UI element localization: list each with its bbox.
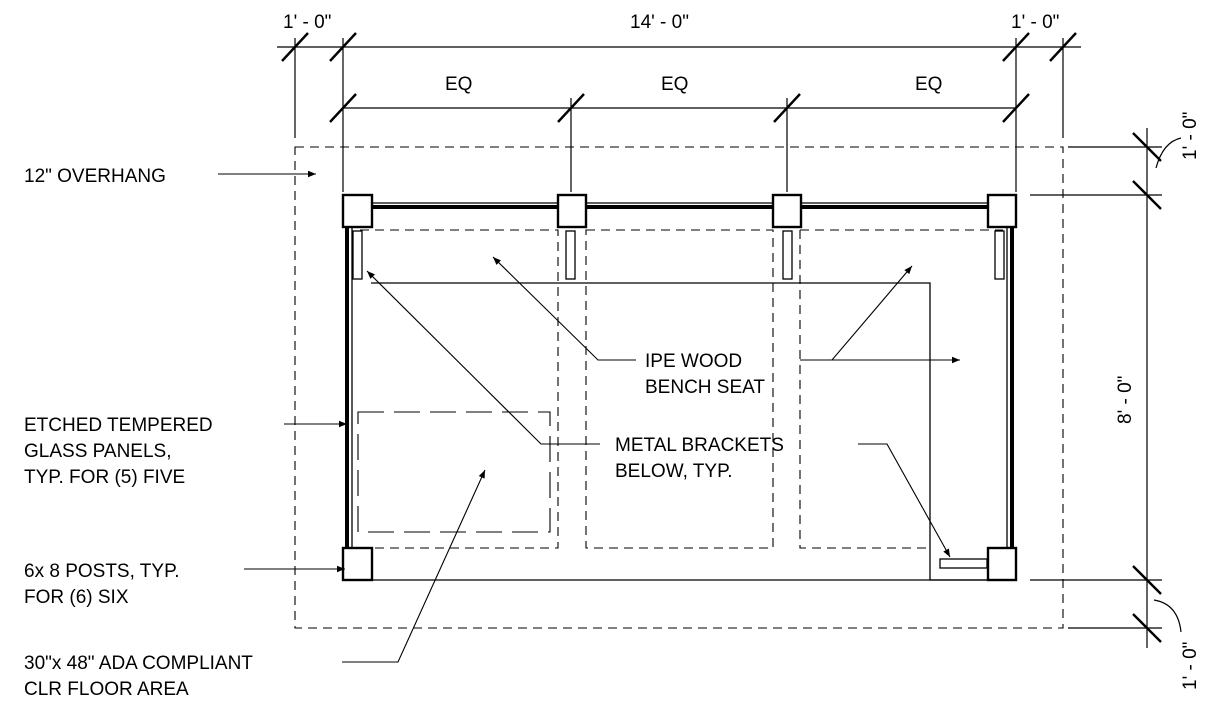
bench-seat-outline [371, 282, 1003, 581]
callout-posts-line1: 6x 8 POSTS, TYP. [24, 561, 180, 582]
dim-overall-length: 14' - 0" [630, 12, 689, 33]
callout-bench-line1: IPE WOOD [645, 351, 742, 372]
callout-ada-line2: CLR FLOOR AREA [24, 679, 189, 700]
dim-bay-2: EQ [661, 74, 688, 95]
post [771, 193, 803, 229]
callout-bench-line2: BENCH SEAT [645, 377, 765, 398]
dim-bay-3: EQ [915, 74, 942, 95]
callout-posts-line2: FOR (6) SIX [24, 587, 129, 608]
callout-overhang: 12" OVERHANG [24, 166, 166, 187]
dim-depth: 8' - 0" [1115, 376, 1136, 424]
post [341, 546, 374, 582]
callout-brackets-line2: BELOW, TYP. [615, 461, 733, 482]
callout-glass-line2: GLASS PANELS, [24, 441, 172, 462]
roof-overhang-outline [294, 146, 1064, 629]
callout-brackets-line1: METAL BRACKETS [615, 435, 784, 456]
dim-bottom-overhang: 1' - 0" [1180, 642, 1201, 690]
post [556, 193, 588, 229]
metal-brackets [352, 230, 1005, 569]
dim-right-overhang: 1' - 0" [1011, 12, 1059, 33]
post [986, 193, 1018, 229]
glass-panels [345, 202, 1014, 548]
dim-top-overhang: 1' - 0" [1180, 112, 1201, 160]
callout-leaders [218, 170, 960, 663]
bench-bay-outlines [360, 229, 1003, 549]
post [341, 193, 374, 229]
ada-clear-floor-area [357, 411, 551, 533]
callout-glass-line3: TYP. FOR (5) FIVE [24, 467, 185, 488]
dim-bay-1: EQ [445, 74, 472, 95]
post [986, 546, 1018, 582]
callout-ada-line1: 30"x 48" ADA COMPLIANT [24, 653, 253, 674]
posts [341, 193, 1018, 582]
right-dimension-chain [1030, 128, 1182, 648]
top-dimension-chain [277, 32, 1081, 192]
dim-left-overhang: 1' - 0" [283, 12, 331, 33]
callout-glass-line1: ETCHED TEMPERED [24, 415, 213, 436]
